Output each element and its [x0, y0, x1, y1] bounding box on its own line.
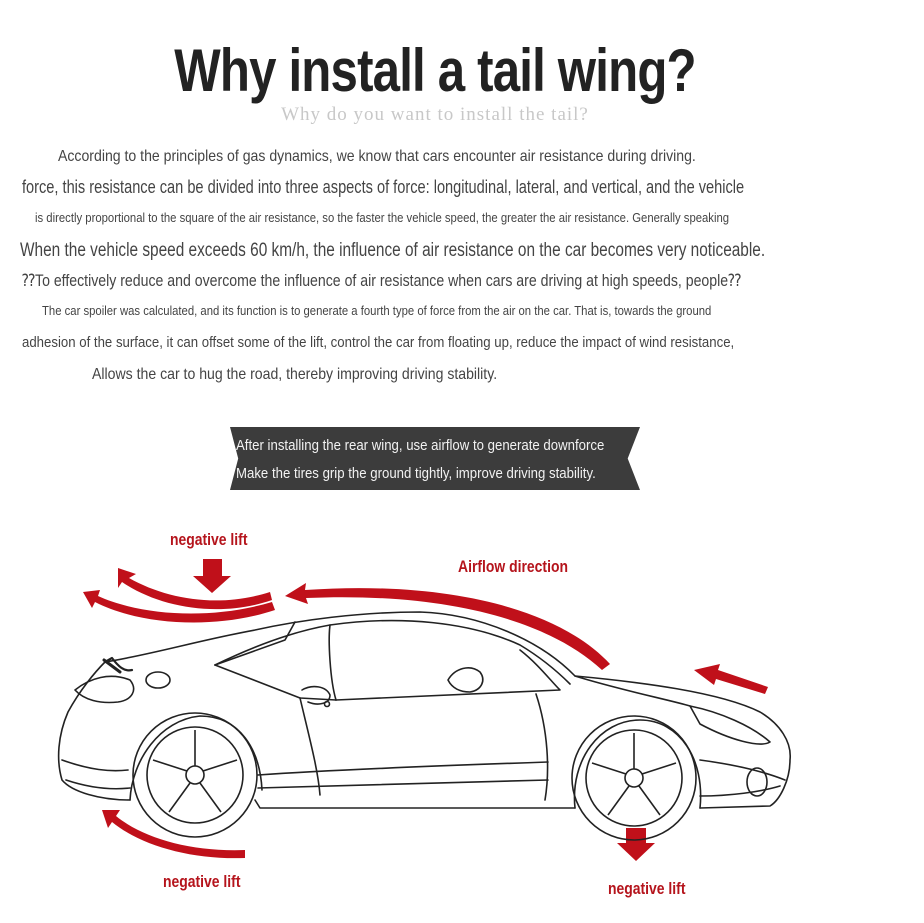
rear-wake-arrow [118, 568, 272, 610]
negative-lift-label-front: negative lift [608, 879, 686, 898]
negative-lift-label-top: negative lift [170, 530, 248, 549]
airflow-direction-arrow [285, 583, 610, 670]
paragraph-line: Allows the car to hug the road, thereby … [92, 366, 498, 383]
sports-car-illustration [57, 611, 791, 809]
rear-wheel [132, 712, 258, 838]
car-airflow-diagram [57, 559, 791, 861]
airflow-direction-label: Airflow direction [458, 557, 568, 576]
page-title: Why install a tail wing? [174, 37, 696, 104]
paragraph-line: force, this resistance can be divided in… [22, 177, 745, 197]
banner-line: After installing the rear wing, use airf… [236, 437, 605, 454]
summary-banner: After installing the rear wing, use airf… [230, 427, 640, 490]
paragraph-line: The car spoiler was calculated, and its … [42, 303, 712, 318]
paragraph-line: adhesion of the surface, it can offset s… [22, 334, 735, 351]
underbody-airflow-arrow [102, 810, 245, 859]
front-airflow-arrow [694, 664, 768, 694]
downforce-arrow-bottom [617, 828, 655, 861]
rear-wake-arrow [83, 590, 275, 623]
front-wheel [571, 715, 697, 841]
negative-lift-label-rear: negative lift [163, 872, 241, 891]
paragraph-line: According to the principles of gas dynam… [58, 148, 696, 165]
paragraph-line: is directly proportional to the square o… [35, 210, 730, 225]
paragraph-line: When the vehicle speed exceeds 60 km/h, … [20, 240, 766, 261]
page-subtitle: Why do you want to install the tail? [281, 104, 589, 125]
banner-line: Make the tires grip the ground tightly, … [236, 465, 596, 482]
paragraph-line: ⁇To effectively reduce and overcome the … [22, 271, 742, 290]
downforce-arrow-top [193, 559, 231, 593]
airflow-arrows [83, 559, 768, 861]
